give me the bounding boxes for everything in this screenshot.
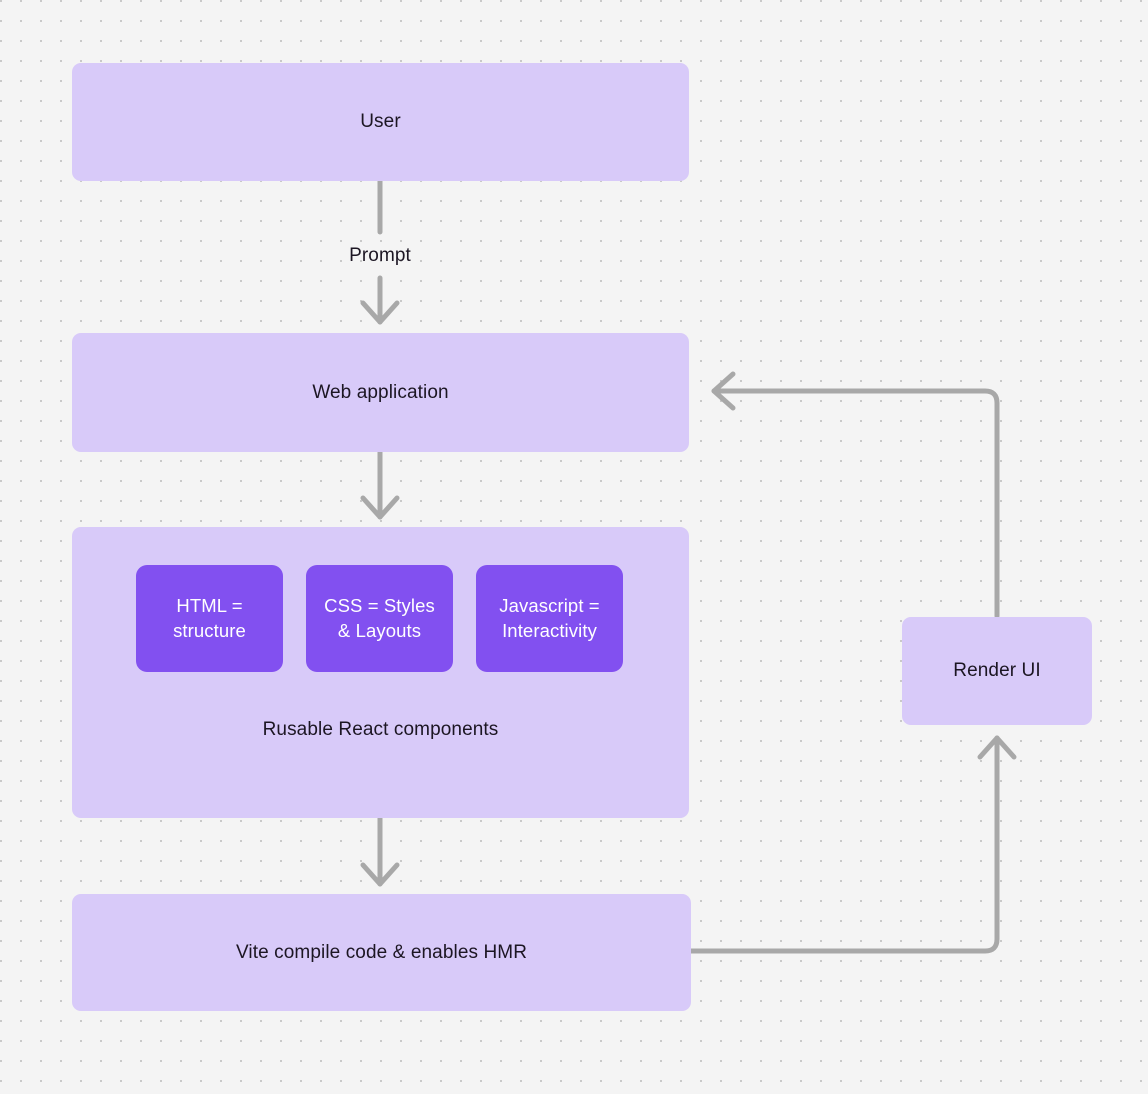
- node-javascript-label: Javascript = Interactivity: [499, 594, 599, 644]
- node-css[interactable]: CSS = Styles & Layouts: [306, 565, 453, 672]
- node-html[interactable]: HTML = structure: [136, 565, 283, 672]
- node-render-ui[interactable]: Render UI: [902, 617, 1092, 725]
- connector-vite-to-render: [688, 735, 1000, 954]
- node-css-line1: CSS = Styles: [324, 594, 435, 616]
- node-javascript-line1: Javascript =: [499, 594, 600, 616]
- arrowhead-components-to-vite: [360, 862, 400, 887]
- node-user-label: User: [360, 111, 401, 133]
- node-css-line2: & Layouts: [337, 619, 422, 641]
- node-render-ui-label: Render UI: [953, 660, 1041, 682]
- node-web-application-label: Web application: [312, 381, 449, 403]
- arrowhead-vite-to-render: [977, 735, 1017, 760]
- node-vite-label: Vite compile code & enables HMR: [235, 941, 528, 963]
- node-html-label: HTML = structure: [173, 594, 246, 644]
- node-user[interactable]: User: [72, 63, 689, 181]
- node-javascript-line2: Interactivity: [502, 619, 597, 641]
- node-css-label: CSS = Styles & Layouts: [324, 594, 435, 644]
- node-html-line1: HTML =: [176, 594, 243, 616]
- group-caption-reusable-react-components: Rusable React components: [262, 719, 499, 740]
- node-vite[interactable]: Vite compile code & enables HMR: [72, 894, 691, 1011]
- edge-label-prompt: Prompt: [349, 245, 411, 266]
- arrowhead-user-to-web: [360, 300, 400, 325]
- node-web-application[interactable]: Web application: [72, 333, 689, 452]
- connector-render-to-web: [711, 388, 1000, 619]
- node-javascript[interactable]: Javascript = Interactivity: [476, 565, 623, 672]
- node-html-line2: structure: [173, 619, 246, 641]
- group-reusable-react-components[interactable]: HTML = structure CSS = Styles & Layouts …: [72, 527, 689, 818]
- arrowhead-web-to-components: [360, 495, 400, 520]
- arrowhead-render-to-web: [711, 371, 736, 411]
